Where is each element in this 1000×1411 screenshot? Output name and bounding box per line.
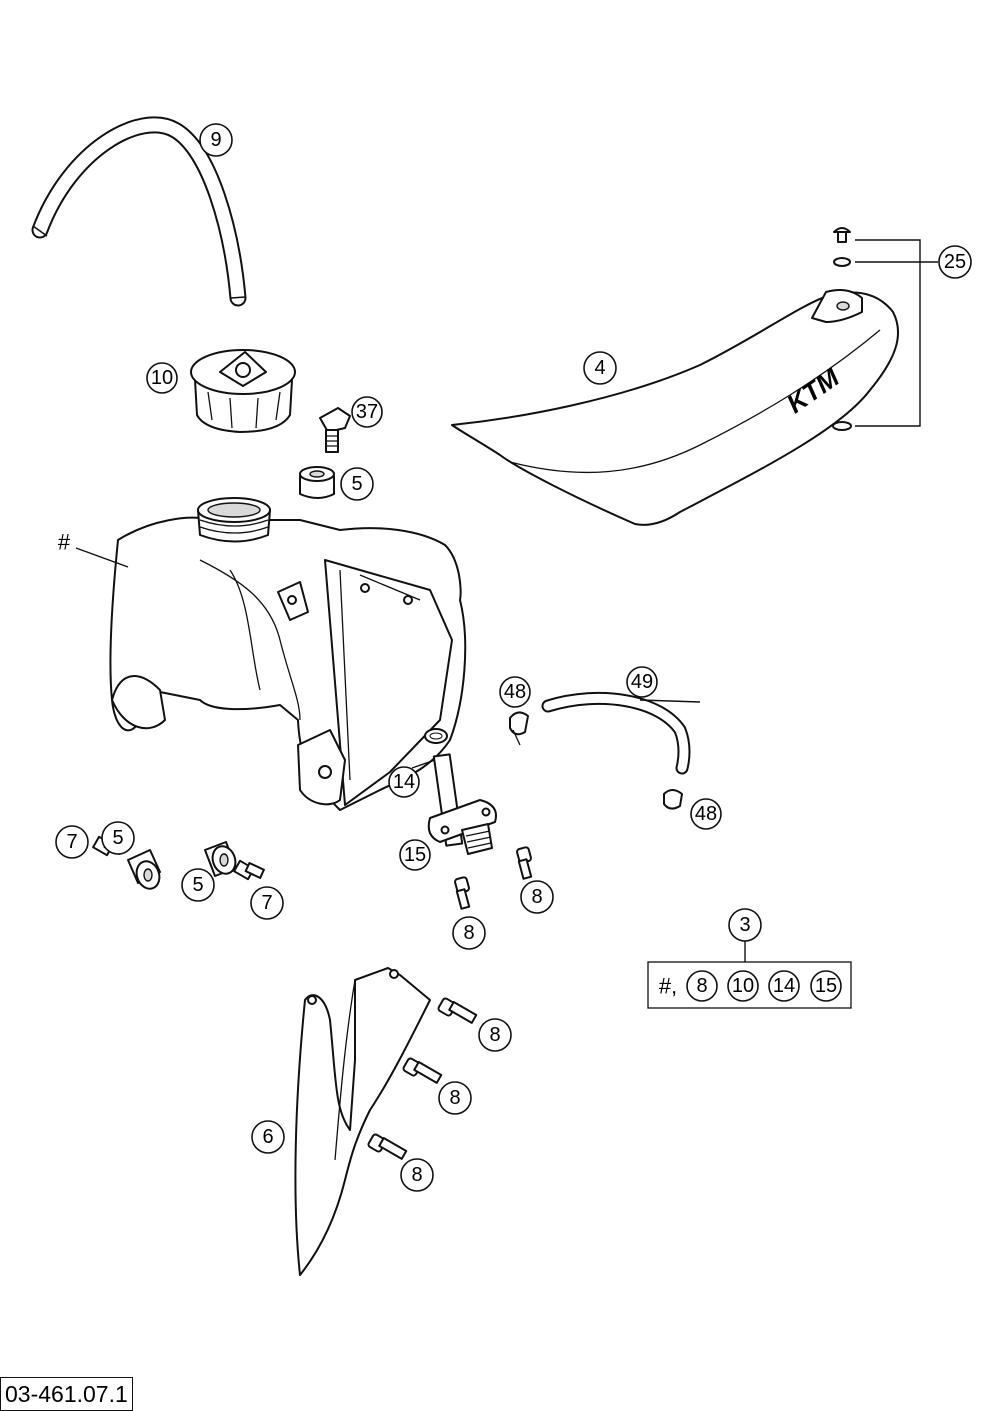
spacer-5-right-part bbox=[204, 841, 237, 877]
svg-text:37: 37 bbox=[356, 401, 378, 423]
svg-text:5: 5 bbox=[351, 473, 362, 495]
bolt-37-part bbox=[319, 407, 351, 453]
kit-item-8: 8 bbox=[686, 970, 718, 1002]
callout-hash: # bbox=[58, 530, 71, 555]
drawing-number: 03-461.07.1 bbox=[0, 1377, 133, 1411]
kit-item-15: 15 bbox=[810, 970, 842, 1002]
callout-8-cover-middle: 8 bbox=[438, 1081, 472, 1115]
callout-8-tap-left: 8 bbox=[452, 916, 486, 950]
kit-item-10: 10 bbox=[727, 970, 759, 1002]
svg-text:5: 5 bbox=[192, 874, 203, 896]
svg-text:4: 4 bbox=[594, 357, 605, 379]
fuel-hose-49-part bbox=[541, 691, 691, 775]
spacer-5-left-part bbox=[127, 849, 161, 890]
callout-37: 37 bbox=[351, 396, 383, 428]
callout-49: 49 bbox=[626, 666, 658, 698]
svg-text:8: 8 bbox=[489, 1024, 500, 1046]
svg-text:8: 8 bbox=[696, 975, 707, 997]
svg-text:8: 8 bbox=[411, 1164, 422, 1186]
svg-text:15: 15 bbox=[404, 844, 426, 866]
screw-8-cover-middle-part bbox=[402, 1057, 443, 1084]
svg-text:14: 14 bbox=[773, 975, 795, 997]
callout-15: 15 bbox=[399, 839, 431, 871]
seat-part: KTM bbox=[451, 289, 900, 526]
callout-5-upper: 5 bbox=[340, 467, 374, 501]
fuel-tap-15-part bbox=[427, 753, 497, 855]
svg-text:15: 15 bbox=[815, 975, 837, 997]
seat-fasteners-25-part bbox=[832, 227, 938, 431]
svg-text:14: 14 bbox=[393, 771, 415, 793]
kit-item-14: 14 bbox=[768, 970, 800, 1002]
callout-9: 9 bbox=[199, 123, 233, 157]
callout-8-cover-lower: 8 bbox=[400, 1158, 434, 1192]
callout-3: 3 bbox=[728, 908, 762, 942]
callout-25: 25 bbox=[938, 245, 972, 279]
svg-text:48: 48 bbox=[695, 803, 717, 825]
callout-10: 10 bbox=[146, 362, 178, 394]
callout-48-lower: 48 bbox=[690, 798, 722, 830]
svg-text:10: 10 bbox=[151, 367, 173, 389]
callout-6: 6 bbox=[251, 1120, 285, 1154]
screw-8-cover-upper-part bbox=[437, 997, 478, 1024]
callout-7-left: 7 bbox=[55, 825, 89, 859]
svg-text:9: 9 bbox=[210, 129, 221, 151]
svg-text:49: 49 bbox=[631, 671, 653, 693]
svg-text:10: 10 bbox=[732, 975, 754, 997]
callout-8-cover-upper: 8 bbox=[478, 1018, 512, 1052]
o-ring-14-part bbox=[424, 728, 448, 744]
svg-text:25: 25 bbox=[944, 251, 966, 273]
screw-7-right-part bbox=[233, 859, 265, 881]
svg-text:8: 8 bbox=[531, 886, 542, 908]
svg-text:7: 7 bbox=[66, 831, 77, 853]
spacer-5-upper-part bbox=[299, 466, 335, 499]
svg-text:8: 8 bbox=[449, 1087, 460, 1109]
kit-prefix: #, bbox=[659, 974, 677, 999]
kit-contents-box: #, 8 10 14 15 bbox=[647, 961, 852, 1009]
fuel-cap-part bbox=[190, 349, 296, 433]
screw-8-tap-right-part bbox=[516, 846, 533, 880]
callout-4: 4 bbox=[583, 351, 617, 385]
callout-8-tap-right: 8 bbox=[520, 880, 554, 914]
callout-7-right: 7 bbox=[250, 886, 284, 920]
svg-text:7: 7 bbox=[261, 892, 272, 914]
breather-hose-part bbox=[31, 116, 247, 307]
svg-text:5: 5 bbox=[112, 827, 123, 849]
callout-5-left: 5 bbox=[101, 821, 135, 855]
hose-clamp-48-lower-part bbox=[663, 789, 683, 810]
svg-text:48: 48 bbox=[504, 681, 526, 703]
svg-text:8: 8 bbox=[463, 922, 474, 944]
fuel-tank-part bbox=[109, 497, 467, 811]
callout-48-upper: 48 bbox=[499, 676, 531, 708]
screw-8-cover-lower-part bbox=[367, 1133, 408, 1160]
svg-text:#: # bbox=[58, 530, 71, 555]
callout-14: 14 bbox=[388, 766, 420, 798]
svg-text:3: 3 bbox=[739, 914, 750, 936]
hose-clamp-48-upper-part bbox=[509, 711, 529, 746]
callout-5-right: 5 bbox=[181, 868, 215, 902]
screw-8-tap-left-part bbox=[454, 876, 471, 910]
side-cover-6-part bbox=[294, 967, 431, 1276]
svg-text:6: 6 bbox=[262, 1126, 273, 1148]
